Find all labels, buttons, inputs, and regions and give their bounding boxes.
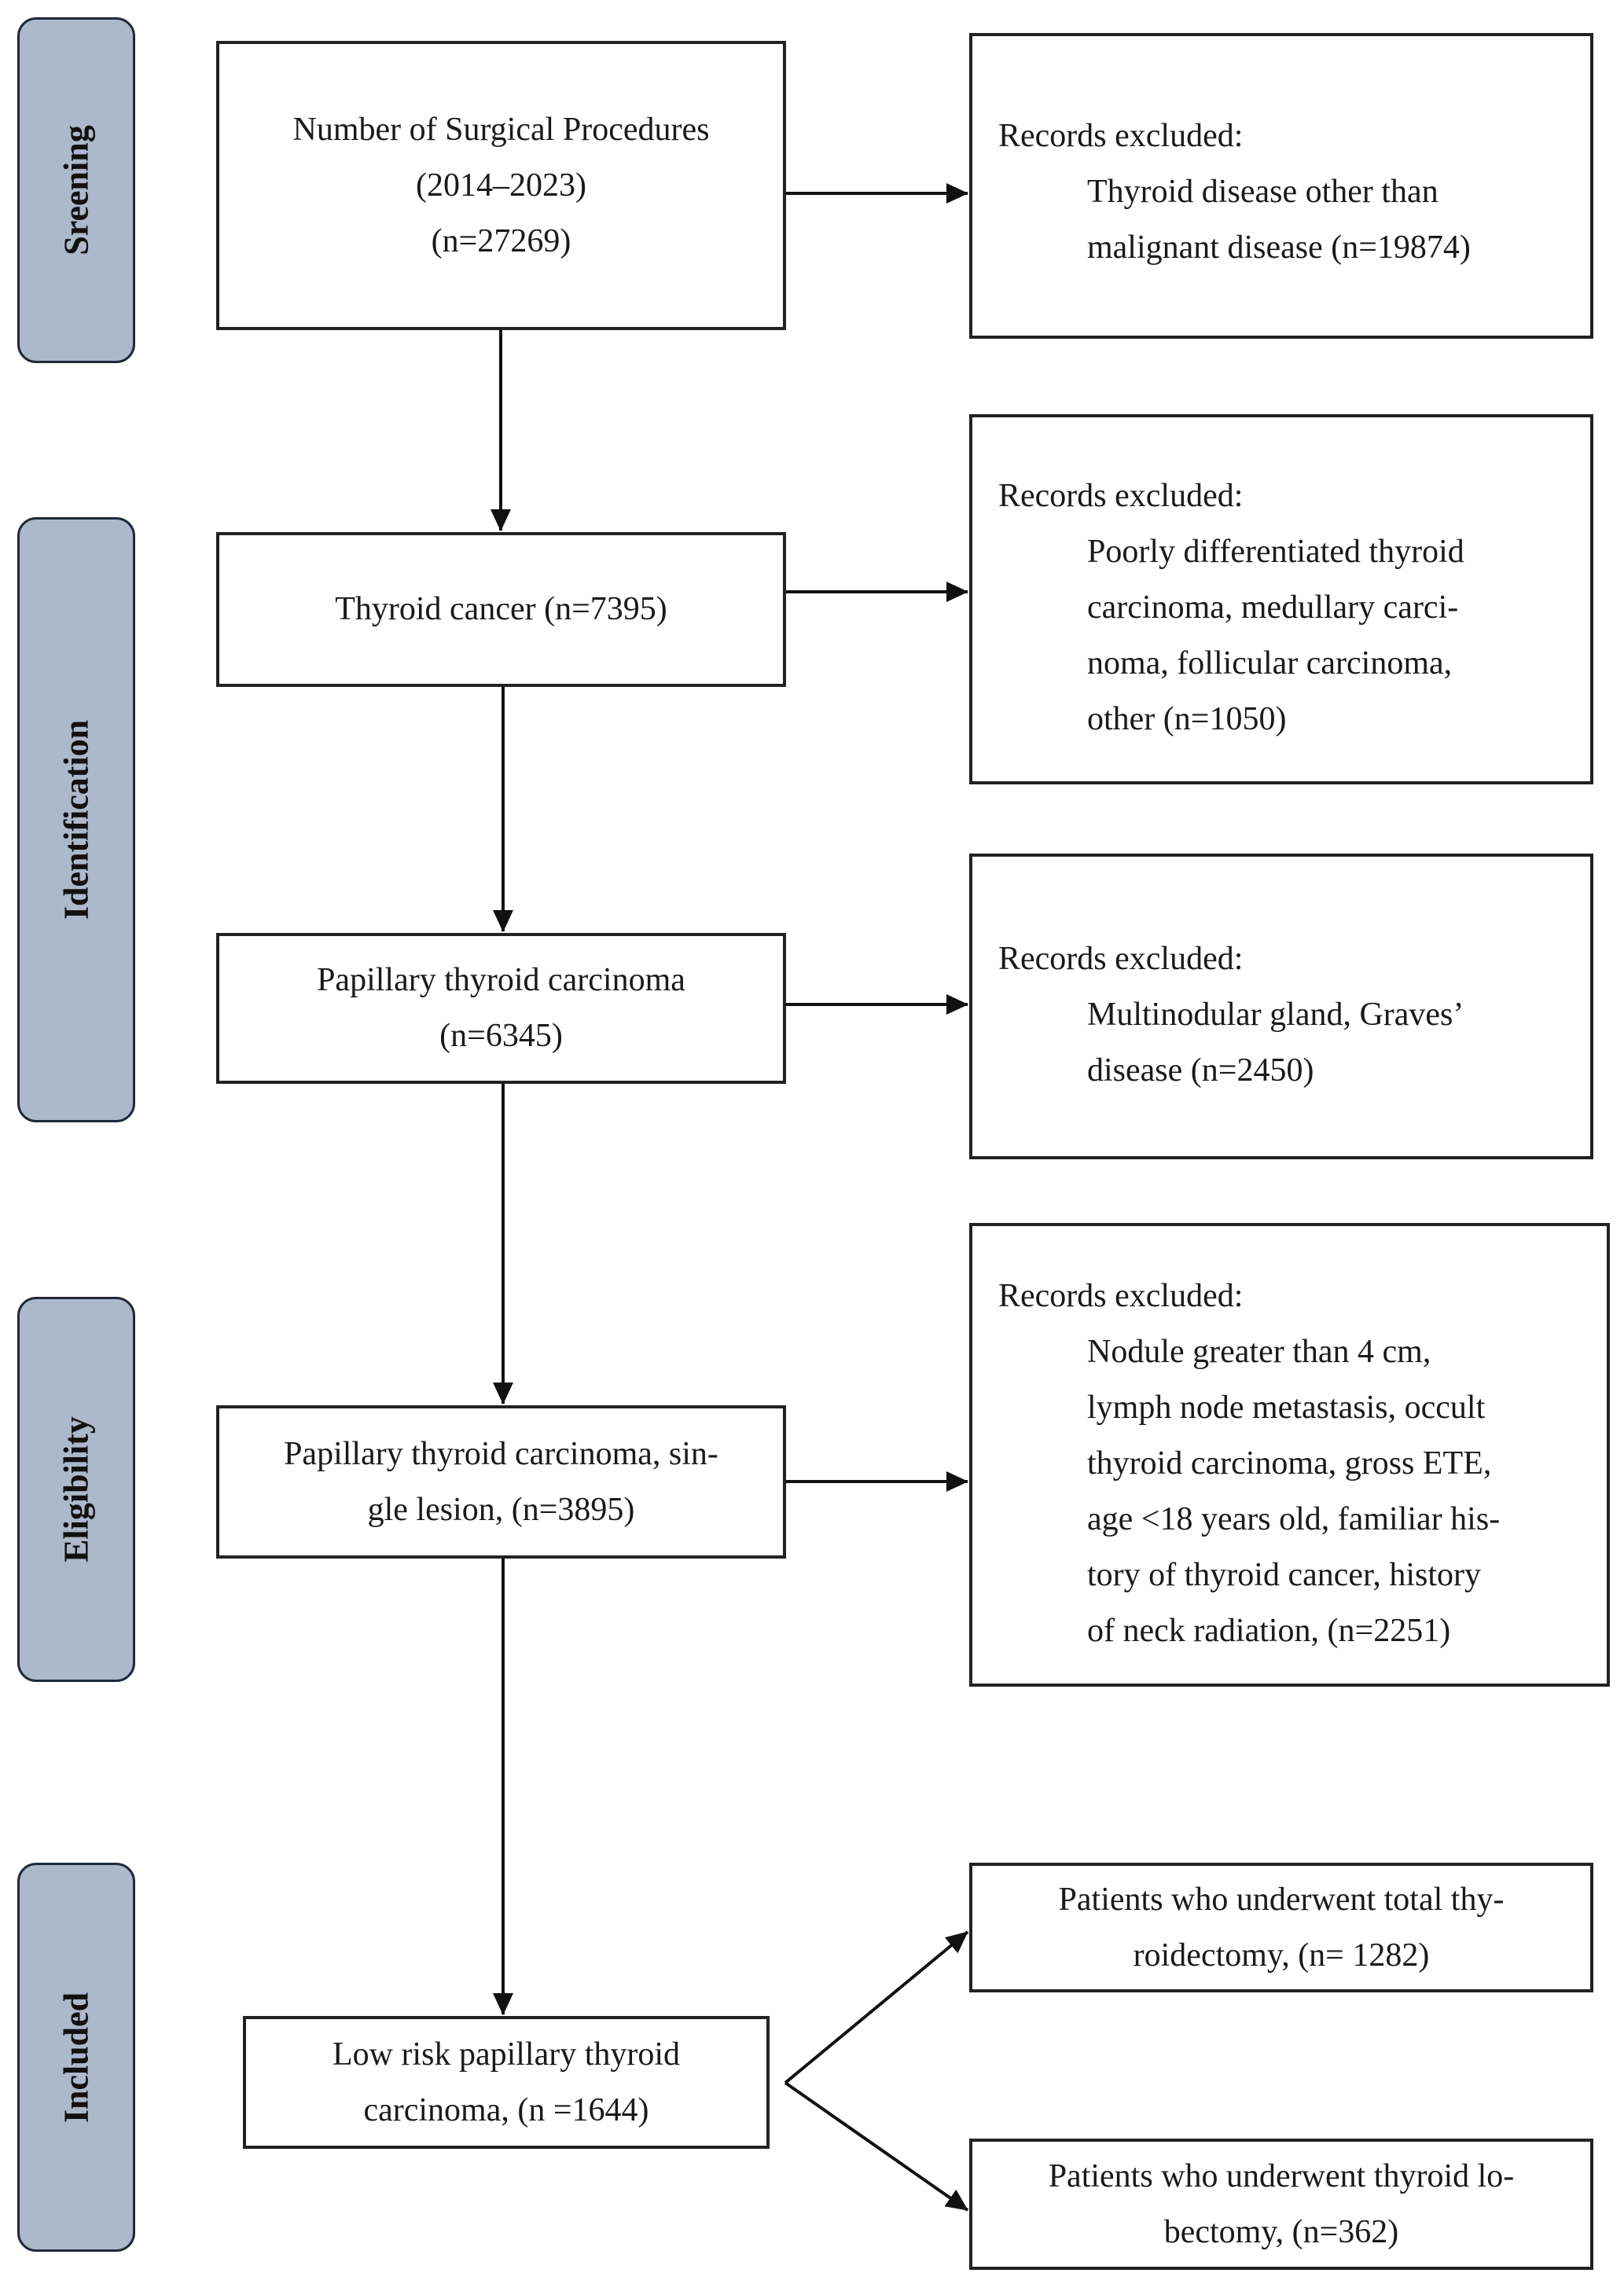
- phase-eligibility: Eligibility: [17, 1297, 135, 1682]
- excluded-line: carcinoma, medullary carci-: [1087, 589, 1459, 626]
- box-papillary-carcinoma-line: (n=6345): [439, 1018, 563, 1054]
- box-thyroid-cancer: Thyroid cancer (n=7395): [216, 532, 786, 687]
- excluded-line: malignant disease (n=19874): [1087, 230, 1471, 266]
- box-excluded-multinodular: Records excluded: Multinodular gland, Gr…: [969, 854, 1593, 1159]
- box-surgical-procedures: Number of Surgical Procedures (2014–2023…: [216, 41, 786, 330]
- box-lobectomy: Patients who underwent thyroid lo- becto…: [969, 2139, 1593, 2270]
- excluded-line: disease (n=2450): [1087, 1052, 1314, 1089]
- box-lobectomy-line: bectomy, (n=362): [1163, 2213, 1399, 2250]
- excluded-body: Nodule greater than 4 cm, lymph node met…: [1087, 1324, 1500, 1659]
- excluded-body: Thyroid disease other than malignant dis…: [1087, 164, 1471, 276]
- box-low-risk-line: Low risk papillary thyroid: [332, 2036, 681, 2073]
- box-low-risk: Low risk papillary thyroid carcinoma, (n…: [243, 2016, 770, 2149]
- box-surgical-procedures-line: (2014–2023): [416, 167, 586, 204]
- excluded-body: Poorly differentiated thyroid carcinoma,…: [1087, 524, 1464, 747]
- box-single-lesion-line: gle lesion, (n=3895): [367, 1491, 635, 1528]
- box-total-thyroidectomy-line: Patients who underwent total thy-: [1058, 1881, 1505, 1918]
- excluded-line: thyroid carcinoma, gross ETE,: [1087, 1445, 1492, 1482]
- phase-identification: Identification: [17, 517, 135, 1122]
- excluded-line: Multinodular gland, Graves’: [1087, 997, 1464, 1033]
- box-single-lesion-line: Papillary thyroid carcinoma, sin-: [284, 1435, 718, 1472]
- arrow-to-total-thyroidectomy: [784, 1930, 969, 2084]
- box-excluded-criteria: Records excluded: Nodule greater than 4 …: [969, 1223, 1610, 1687]
- box-excluded-nonmalignant: Records excluded: Thyroid disease other …: [969, 33, 1593, 339]
- box-low-risk-line: carcinoma, (n =1644): [363, 2091, 649, 2128]
- phase-included: Included: [17, 1863, 135, 2252]
- box-papillary-carcinoma: Papillary thyroid carcinoma (n=6345): [216, 933, 786, 1084]
- excluded-line: noma, follicular carcinoma,: [1087, 645, 1453, 681]
- excluded-heading: Records excluded:: [998, 478, 1244, 514]
- box-single-lesion: Papillary thyroid carcinoma, sin- gle le…: [216, 1405, 786, 1559]
- excluded-line: age <18 years old, familiar his-: [1087, 1501, 1501, 1537]
- box-total-thyroidectomy-line: roidectomy, (n= 1282): [1133, 1937, 1430, 1974]
- phase-screening: Sreening: [17, 17, 135, 363]
- box-lobectomy-line: Patients who underwent thyroid lo-: [1048, 2157, 1515, 2194]
- box-surgical-procedures-line: (n=27269): [431, 222, 571, 259]
- excluded-line: of neck radiation, (n=2251): [1087, 1613, 1451, 1649]
- box-total-thyroidectomy: Patients who underwent total thy- roidec…: [969, 1863, 1593, 1992]
- excluded-line: tory of thyroid cancer, history: [1087, 1557, 1482, 1593]
- excluded-line: other (n=1050): [1087, 701, 1287, 737]
- excluded-heading: Records excluded:: [998, 118, 1244, 154]
- box-excluded-other-carcinoma: Records excluded: Poorly differentiated …: [969, 414, 1593, 784]
- box-papillary-carcinoma-line: Papillary thyroid carcinoma: [317, 962, 685, 998]
- excluded-heading: Records excluded:: [998, 941, 1244, 977]
- excluded-line: Nodule greater than 4 cm,: [1087, 1334, 1431, 1370]
- excluded-line: lymph node metastasis, occult: [1087, 1390, 1486, 1426]
- box-thyroid-cancer-line: Thyroid cancer (n=7395): [335, 591, 667, 627]
- excluded-line: Poorly differentiated thyroid: [1087, 534, 1464, 570]
- excluded-heading: Records excluded:: [998, 1278, 1244, 1314]
- excluded-line: Thyroid disease other than: [1087, 174, 1438, 210]
- arrow-to-lobectomy: [784, 2081, 969, 2212]
- excluded-body: Multinodular gland, Graves’ disease (n=2…: [1087, 987, 1464, 1099]
- box-surgical-procedures-line: Number of Surgical Procedures: [292, 111, 710, 148]
